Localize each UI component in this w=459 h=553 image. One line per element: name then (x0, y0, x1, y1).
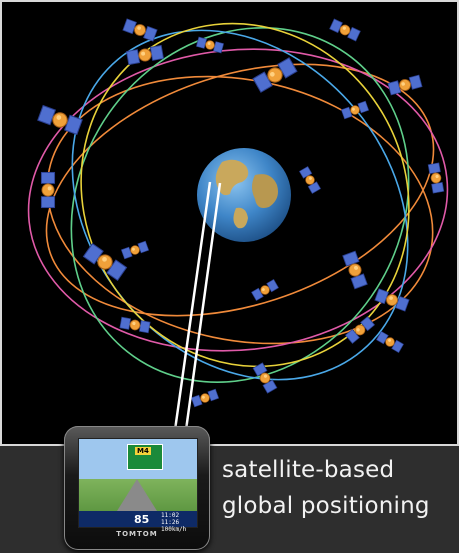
satellite-icon (251, 279, 279, 301)
orbit-green (70, 27, 410, 383)
gps-screen: M4 85 11:02 11:26 100km/h (78, 438, 198, 533)
caption-line-2: global positioning (222, 493, 430, 519)
orbit-yellow (80, 22, 410, 368)
satellite-icon (427, 162, 445, 194)
satellite-icon (387, 74, 423, 96)
satellite-icon (40, 171, 56, 209)
satellite-icon (120, 240, 150, 260)
road-sign: M4 (127, 444, 163, 470)
satellite-icon (122, 18, 158, 42)
orbit-orange-1 (45, 63, 435, 317)
orbit-pink (27, 48, 449, 352)
device-brand: TOMTOM (116, 530, 158, 538)
clock-readout: 11:02 11:26 100km/h (161, 512, 187, 533)
signal-beam (173, 181, 222, 431)
gps-device-icon: M4 85 11:02 11:26 100km/h TOMTOM (64, 426, 210, 550)
speed-readout: 85 (134, 513, 150, 526)
satellite-icon (119, 316, 151, 334)
satellite-icon (342, 250, 368, 290)
satellite-icon (195, 36, 225, 54)
status-bar: 85 11:02 11:26 100km/h (79, 511, 197, 533)
satellite-icon (376, 331, 404, 353)
earth-icon (197, 148, 291, 242)
satellite-icon (190, 388, 220, 408)
caption-line-1: satellite-based (222, 457, 395, 483)
satellite-icon (340, 100, 370, 120)
satellite-icon (329, 18, 361, 42)
caption: satellite-based global positioning (222, 452, 454, 524)
satellite-icon (299, 166, 321, 194)
satellite-icon (252, 57, 298, 93)
